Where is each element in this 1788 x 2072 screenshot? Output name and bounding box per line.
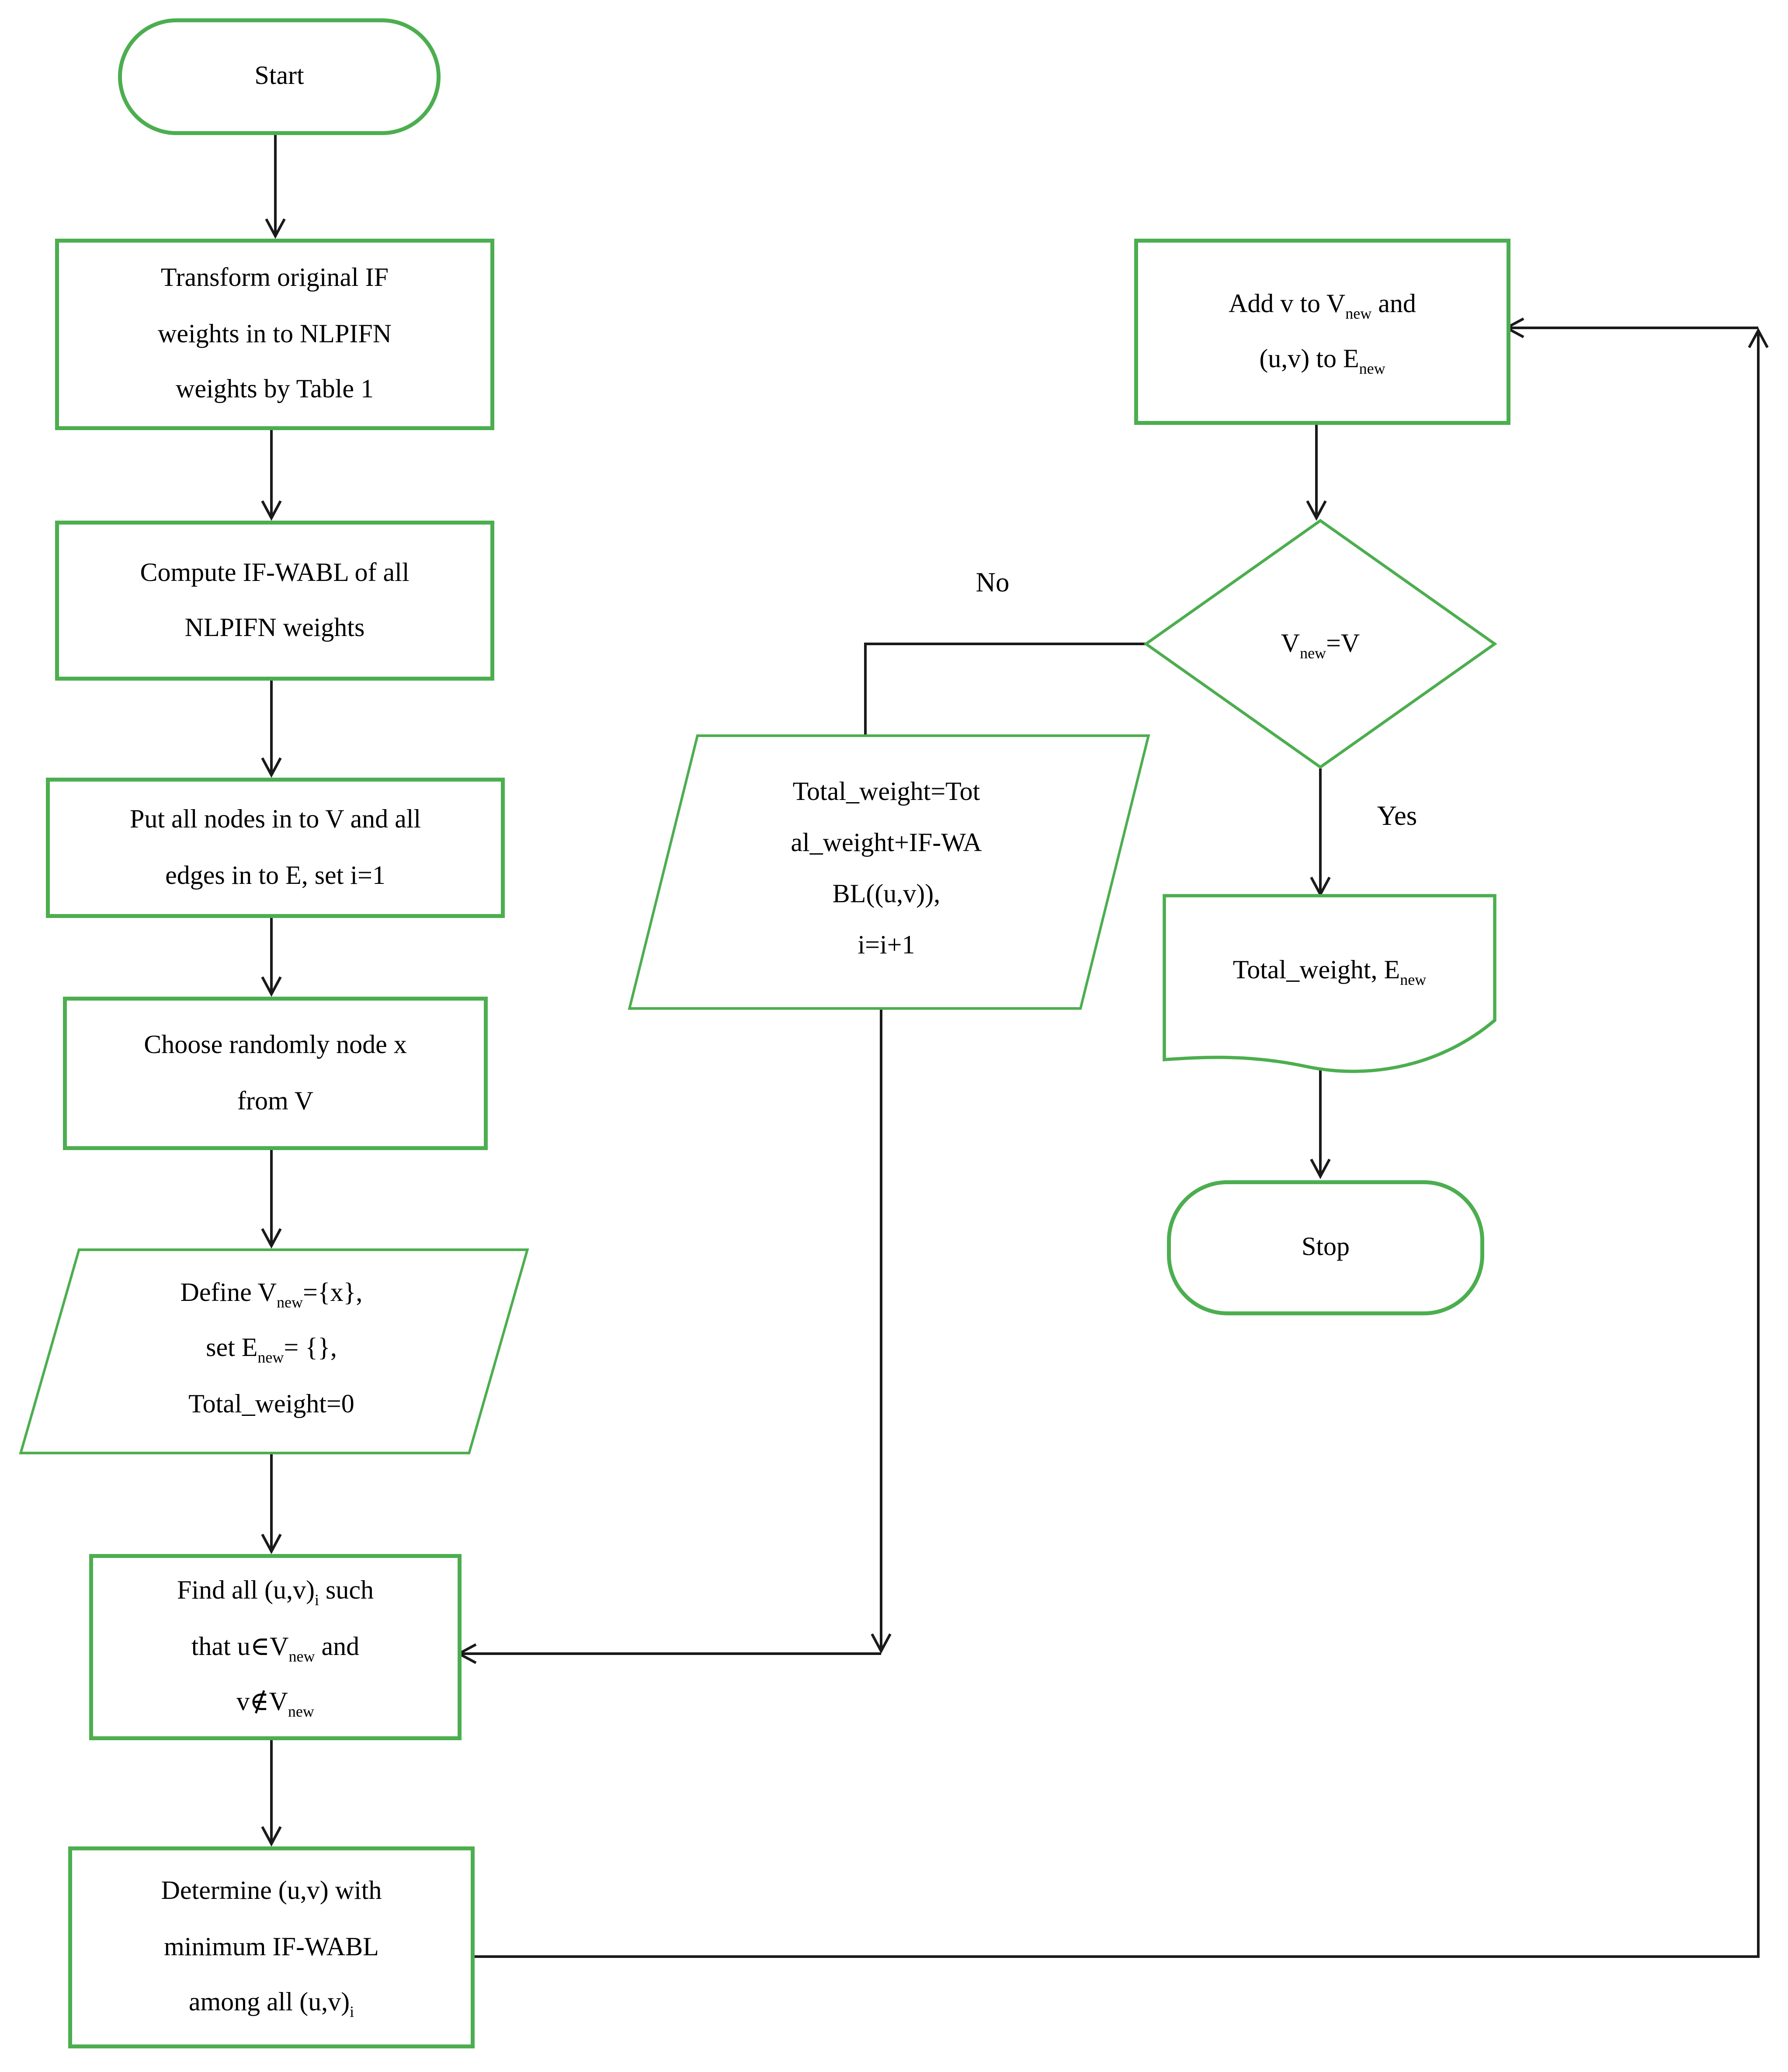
stop-label: Stop xyxy=(1301,1233,1350,1262)
start-node: Start xyxy=(118,18,441,135)
document-output-total-weight: Total_weight, Enew xyxy=(1233,956,1427,989)
arrowhead-transform-to-compute xyxy=(261,500,282,521)
arrowhead-compute-to-put xyxy=(261,757,282,778)
arrowhead-start-to-transform xyxy=(265,218,286,239)
arrowhead-define-to-find xyxy=(261,1533,282,1554)
decision-vnew-equals-v: Vnew=V xyxy=(1281,629,1360,662)
process-add-to-new-sets: Add v to Vnew and(u,v) to Enew xyxy=(1134,239,1510,425)
io-define-sets: Define Vnew={x},set Enew= {},Total_weigh… xyxy=(180,1278,363,1419)
branch-label-yes: Yes xyxy=(1377,800,1417,831)
arrowhead-add-to-decision xyxy=(1306,500,1327,521)
arrowhead-choose-to-define xyxy=(261,1228,282,1249)
arrowhead-put-to-choose xyxy=(261,976,282,997)
connector-determine-to-add-feedback xyxy=(467,333,1760,1958)
branch-label-no: No xyxy=(976,567,1010,598)
connector-decision-no-to-update xyxy=(864,643,1146,734)
decision-diamond-shape xyxy=(1143,518,1497,769)
start-label: Start xyxy=(254,62,304,91)
arrowhead-output-to-stop xyxy=(1310,1158,1331,1179)
arrowhead-feedback-up xyxy=(1748,327,1769,348)
document-shape xyxy=(1163,894,1496,1073)
arrowhead-find-to-determine xyxy=(261,1826,282,1847)
arrowhead-return-down xyxy=(871,1633,892,1654)
stop-node: Stop xyxy=(1167,1180,1484,1315)
